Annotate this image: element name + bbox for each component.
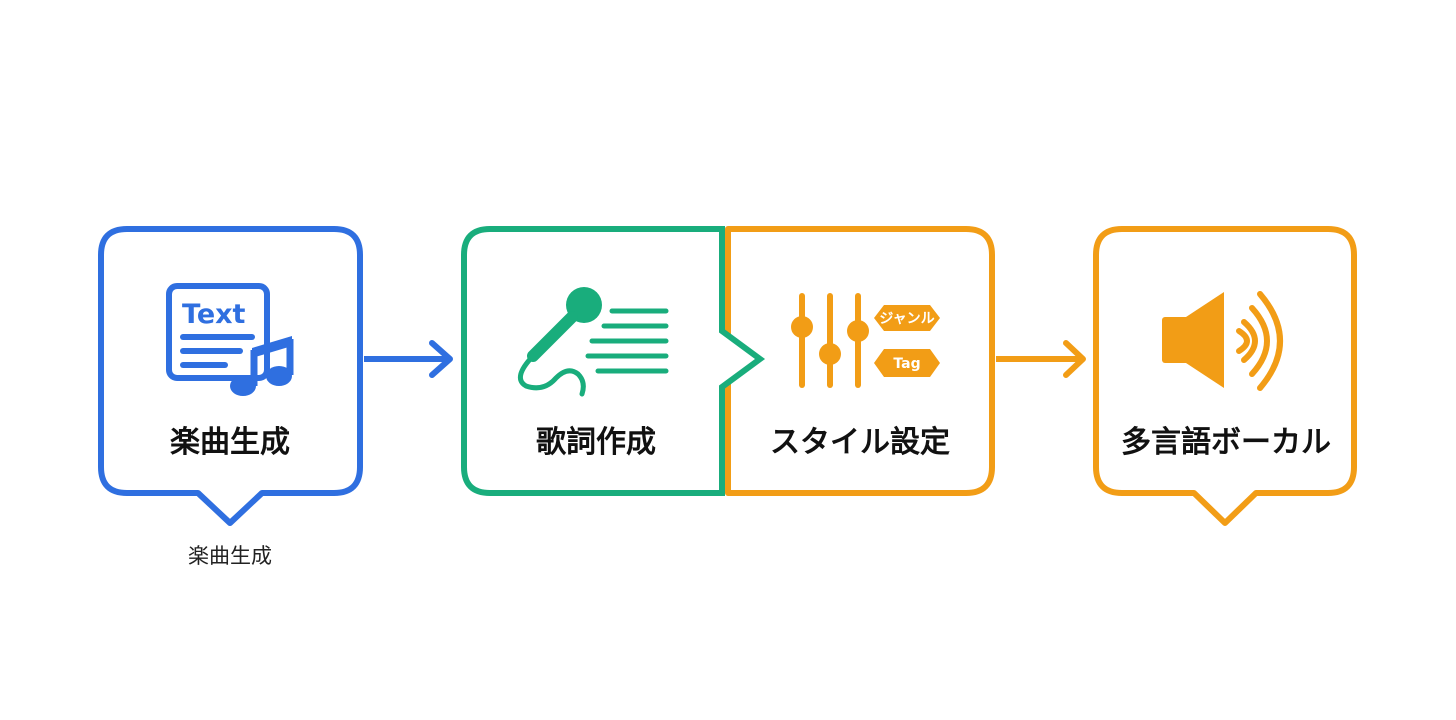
step-1-caption: 楽曲生成: [188, 544, 272, 568]
step-4-title: 多言語ボーカル: [1121, 425, 1331, 460]
step-4-callout-border: [1093, 226, 1357, 526]
step-4-card: 多言語ボーカル: [1093, 226, 1357, 526]
step-1-title: 楽曲生成: [170, 425, 290, 460]
microphone-lyrics-icon: [517, 287, 669, 397]
step-3-title: スタイル設定: [770, 425, 950, 460]
step-3-card: ジャンル Tag スタイル設定: [725, 226, 995, 496]
genre-tag-label: ジャンル: [879, 311, 934, 327]
step-1-card: Text 楽曲生成: [98, 226, 363, 526]
arrow-1-to-2: [364, 340, 453, 378]
step-2-title: 歌詞作成: [536, 425, 656, 460]
text-music-icon: Text: [166, 283, 294, 396]
arrow-3-to-4: [996, 340, 1086, 378]
sliders-tags-icon: ジャンル Tag: [791, 293, 940, 388]
icon-text-label: Text: [182, 299, 246, 330]
speaker-icon: [1162, 291, 1283, 391]
genre-tag: [874, 305, 940, 331]
tag-tag: [874, 349, 940, 377]
step-2-border: [461, 226, 766, 496]
tag-tag-label: Tag: [893, 356, 920, 372]
step-2-card: 歌詞作成: [461, 226, 766, 496]
